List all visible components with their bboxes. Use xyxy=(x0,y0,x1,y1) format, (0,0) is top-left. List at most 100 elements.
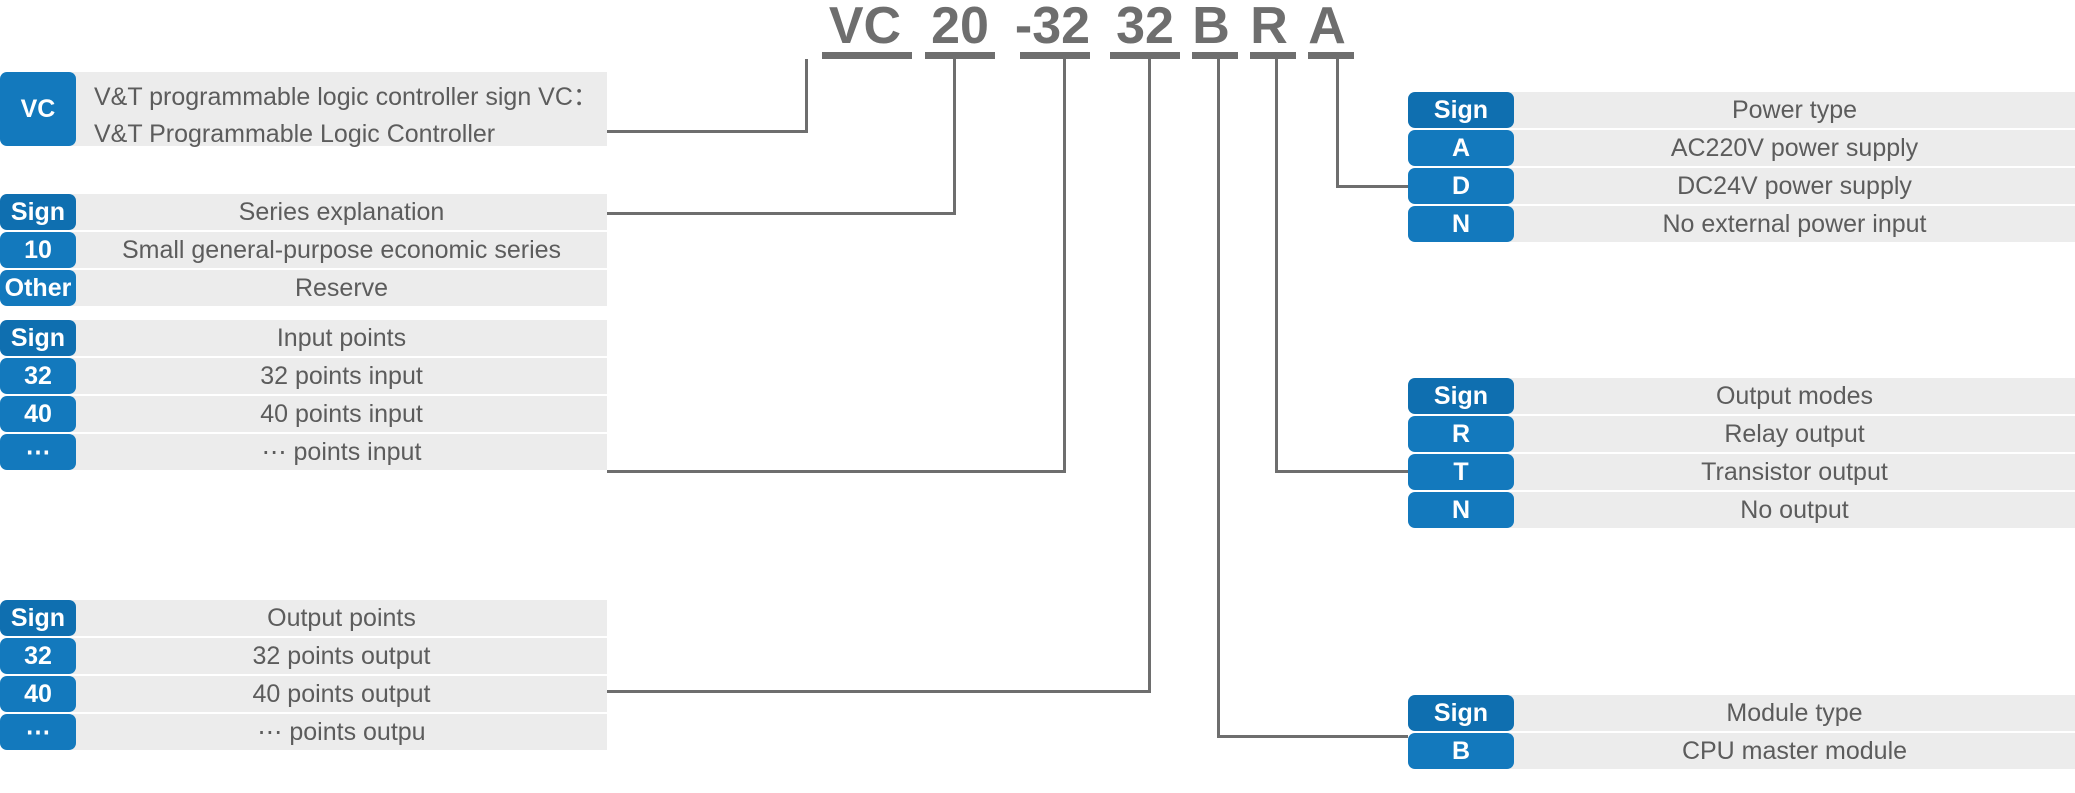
description-cell: ⋯ points outpu xyxy=(72,714,607,750)
model-segment-a: A xyxy=(1308,0,1346,55)
table-row: Sign Output modes xyxy=(1408,378,2075,414)
description-cell: No external power input xyxy=(1510,206,2075,242)
table-row: D DC24V power supply xyxy=(1408,168,2075,204)
sign-cell: Sign xyxy=(1408,92,1514,128)
connector-20-horizontal xyxy=(607,212,956,215)
underline-a xyxy=(1308,52,1354,59)
description-cell: 40 points input xyxy=(72,396,607,432)
description-cell: Module type xyxy=(1510,695,2075,731)
description-line-2: V&T Programmable Logic Controller xyxy=(94,120,496,148)
underline-32-input xyxy=(1020,52,1090,59)
table-row: 32 32 points input xyxy=(0,358,607,394)
sign-cell: T xyxy=(1408,454,1514,490)
description-cell: ⋯ points input xyxy=(72,434,607,470)
table-output-modes: Sign Output modes R Relay output T Trans… xyxy=(1408,378,2075,530)
description-cell: Relay output xyxy=(1510,416,2075,452)
model-number-row: VC 20 -32 32 B R A xyxy=(0,0,2075,60)
sign-cell: ⋯ xyxy=(0,714,76,750)
table-output-points: Sign Output points 32 32 points output 4… xyxy=(0,600,607,752)
table-power-type: Sign Power type A AC220V power supply D … xyxy=(1408,92,2075,244)
sign-cell: A xyxy=(1408,130,1514,166)
table-row: B CPU master module xyxy=(1408,733,2075,769)
table-row: 40 40 points output xyxy=(0,676,607,712)
table-row: 32 32 points output xyxy=(0,638,607,674)
description-cell: 32 points output xyxy=(72,638,607,674)
description-cell: Output modes xyxy=(1510,378,2075,414)
connector-output-horizontal xyxy=(607,690,1151,693)
sign-cell: VC xyxy=(0,72,76,146)
underline-b xyxy=(1192,52,1238,59)
table-row: VC V&T programmable logic controller sig… xyxy=(0,72,607,148)
sign-cell: Sign xyxy=(0,600,76,636)
model-segment-32-output: 32 xyxy=(1116,0,1174,55)
description-cell: Reserve xyxy=(72,270,607,306)
table-row: ⋯ ⋯ points input xyxy=(0,434,607,470)
table-row: Sign Input points xyxy=(0,320,607,356)
table-row: Sign Module type xyxy=(1408,695,2075,731)
model-segment-b: B xyxy=(1192,0,1230,55)
description-cell: Small general-purpose economic series xyxy=(72,232,607,268)
connector-b-vertical xyxy=(1217,59,1220,738)
sign-cell: Sign xyxy=(0,320,76,356)
connector-a-vertical xyxy=(1336,59,1339,188)
underline-r xyxy=(1250,52,1296,59)
underline-32-output xyxy=(1110,52,1180,59)
table-row: R Relay output xyxy=(1408,416,2075,452)
connector-b-horizontal xyxy=(1217,735,1408,738)
description-cell: Input points xyxy=(72,320,607,356)
model-segment-vc: VC xyxy=(828,0,902,55)
connector-input-horizontal xyxy=(607,470,1066,473)
connector-20-vertical xyxy=(953,59,956,215)
table-brand: VC V&T programmable logic controller sig… xyxy=(0,72,607,148)
table-row: Sign Output points xyxy=(0,600,607,636)
description-cell: No output xyxy=(1510,492,2075,528)
connector-vc-vertical xyxy=(805,59,808,133)
sign-cell: 32 xyxy=(0,358,76,394)
table-row: A AC220V power supply xyxy=(1408,130,2075,166)
table-row: ⋯ ⋯ points outpu xyxy=(0,714,607,750)
model-segment-32-input: -32 xyxy=(1014,0,1091,55)
table-row: T Transistor output xyxy=(1408,454,2075,490)
model-segment-20: 20 xyxy=(931,0,989,55)
sign-cell: Sign xyxy=(1408,378,1514,414)
table-row: N No external power input xyxy=(1408,206,2075,242)
table-row: 10 Small general-purpose economic series xyxy=(0,232,607,268)
description-cell: DC24V power supply xyxy=(1510,168,2075,204)
connector-output-vertical xyxy=(1148,59,1151,693)
description-cell: CPU master module xyxy=(1510,733,2075,769)
sign-cell: R xyxy=(1408,416,1514,452)
description-cell: 32 points input xyxy=(72,358,607,394)
sign-cell: 10 xyxy=(0,232,76,268)
connector-input-vertical xyxy=(1063,59,1066,473)
description-cell: Transistor output xyxy=(1510,454,2075,490)
sign-cell: Sign xyxy=(0,194,76,230)
description-cell: Power type xyxy=(1510,92,2075,128)
model-segment-r: R xyxy=(1250,0,1288,55)
description-cell: Series explanation xyxy=(72,194,607,230)
sign-cell: N xyxy=(1408,206,1514,242)
table-row: Sign Series explanation xyxy=(0,194,607,230)
sign-cell: N xyxy=(1408,492,1514,528)
table-series: Sign Series explanation 10 Small general… xyxy=(0,194,607,308)
connector-r-vertical xyxy=(1275,59,1278,473)
sign-cell: Sign xyxy=(1408,695,1514,731)
description-cell: AC220V power supply xyxy=(1510,130,2075,166)
connector-vc-horizontal xyxy=(607,130,808,133)
underline-20 xyxy=(925,52,995,59)
table-input-points: Sign Input points 32 32 points input 40 … xyxy=(0,320,607,472)
sign-cell: 32 xyxy=(0,638,76,674)
table-module-type: Sign Module type B CPU master module xyxy=(1408,695,2075,771)
sign-cell: 40 xyxy=(0,396,76,432)
description-cell: Output points xyxy=(72,600,607,636)
connector-a-horizontal xyxy=(1336,185,1408,188)
table-row: Sign Power type xyxy=(1408,92,2075,128)
description-cell: 40 points output xyxy=(72,676,607,712)
table-row: 40 40 points input xyxy=(0,396,607,432)
table-row: N No output xyxy=(1408,492,2075,528)
sign-cell: B xyxy=(1408,733,1514,769)
description-line-1: V&T programmable logic controller sign V… xyxy=(94,83,598,111)
sign-cell: ⋯ xyxy=(0,434,76,470)
description-cell: V&T programmable logic controller sign V… xyxy=(72,72,607,148)
underline-vc xyxy=(822,52,912,59)
